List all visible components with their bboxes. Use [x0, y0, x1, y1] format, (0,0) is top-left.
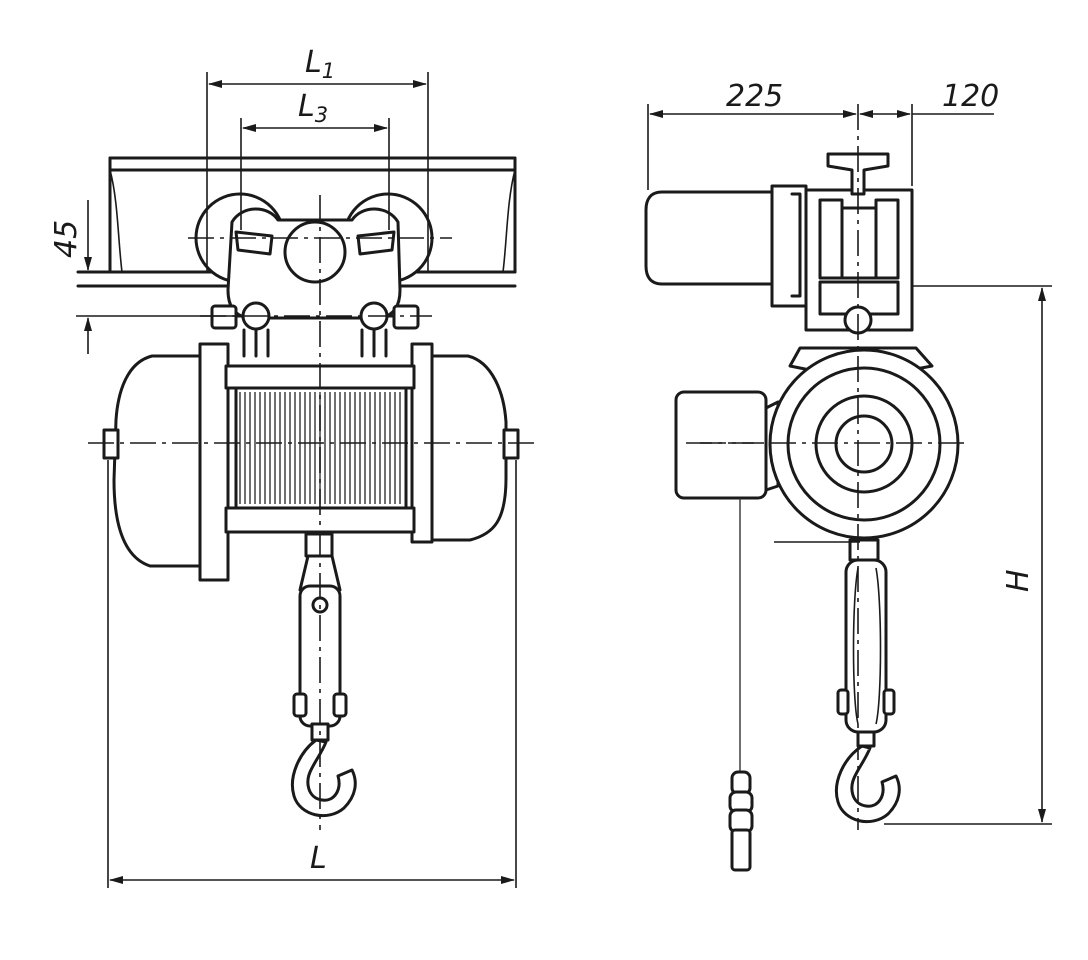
dim-l1-main: L	[305, 45, 322, 80]
dim-l3-main: L	[298, 89, 315, 124]
dim-l-label: L	[310, 841, 327, 876]
dimension-225-120: 225 120	[647, 79, 999, 190]
travel-motor	[644, 152, 914, 335]
side-view: 225 120 H	[644, 79, 1052, 872]
dimension-h: H	[774, 285, 1052, 825]
dim-l3-sub: 3	[315, 103, 328, 127]
hook-block	[291, 532, 357, 818]
dim-225-label: 225	[726, 79, 783, 114]
dimension-l1: L1	[206, 45, 429, 272]
front-view: L1 L3 45 L	[49, 45, 535, 888]
dimension-l3: L3	[240, 89, 390, 230]
front-centerlines	[88, 195, 535, 830]
drum-housing-side	[768, 346, 960, 540]
dim-45-label: 45	[49, 220, 84, 258]
hook-block-side	[835, 538, 901, 824]
side-centerlines	[686, 104, 970, 830]
dim-120-label: 120	[942, 79, 999, 114]
dimension-l: L	[107, 460, 517, 888]
svg-text:L1: L1	[305, 45, 335, 83]
pendant-control	[728, 498, 754, 872]
dimension-45: 45	[49, 200, 236, 354]
dim-l1-sub: 1	[322, 59, 335, 83]
svg-text:L3: L3	[298, 89, 328, 127]
control-box	[674, 390, 780, 500]
dim-h-label: H	[1001, 569, 1036, 592]
